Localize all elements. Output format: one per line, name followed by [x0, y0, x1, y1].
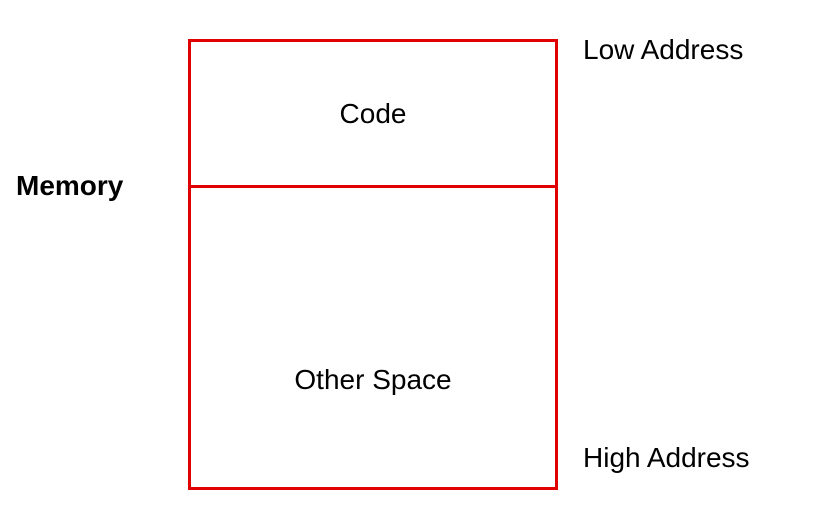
low-address-label: Low Address — [583, 34, 744, 65]
other-space-segment-label: Other Space — [294, 363, 452, 395]
code-segment: Code — [191, 42, 555, 188]
code-segment-label: Code — [339, 97, 407, 129]
memory-label: Memory — [16, 170, 124, 201]
high-address-label: High Address — [583, 442, 750, 473]
memory-layout-box: Code Other Space — [188, 39, 558, 490]
other-space-segment: Other Space — [191, 188, 555, 527]
